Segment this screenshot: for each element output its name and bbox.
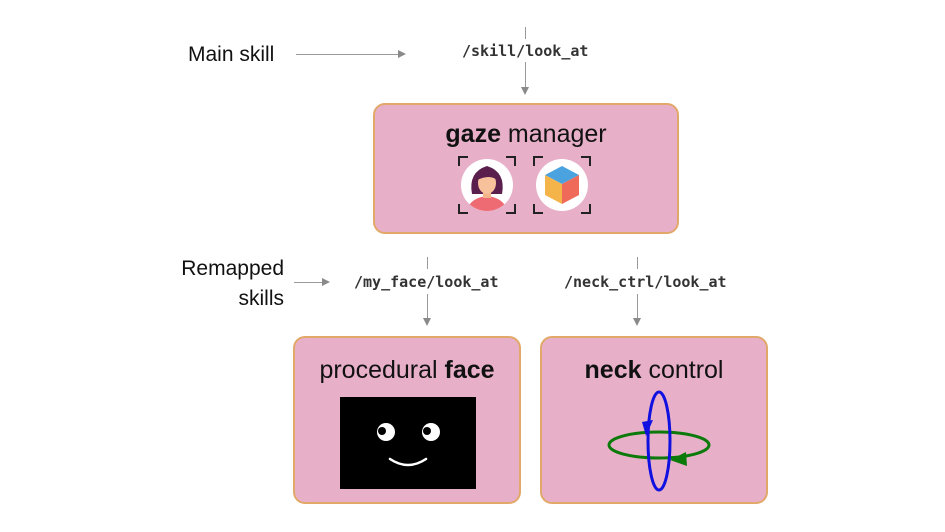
face-topic-arrow-head (423, 318, 431, 326)
rotation-axes-icon (607, 390, 711, 492)
main-skill-arrow-line (296, 54, 398, 55)
neck-topic-tick (637, 257, 638, 269)
remapped-skills-arrow-head (322, 278, 330, 286)
main-topic-arrow-head (521, 87, 529, 95)
face-topic-label: /my_face/look_at (354, 273, 499, 291)
gaze-manager-title-bold: gaze (445, 120, 501, 148)
face-topic-tick (427, 257, 428, 269)
neck-control-title-rest: control (641, 356, 724, 384)
cube-target-icon (533, 156, 591, 214)
gaze-manager-title-rest: manager (500, 120, 607, 148)
remapped-skills-label: Remapped skills (174, 254, 284, 314)
neck-topic-label: /neck_ctrl/look_at (564, 273, 727, 291)
neck-control-title: neck control (542, 356, 766, 385)
main-topic-label: /skill/look_at (462, 42, 589, 60)
neck-control-node: neck control (540, 336, 768, 504)
face-topic-connector (427, 294, 428, 318)
remapped-skills-line2: skills (238, 287, 285, 310)
procedural-face-title: procedural face (295, 356, 519, 385)
remapped-skills-arrow-line (294, 282, 322, 283)
robot-face-screen-icon (340, 397, 476, 489)
procedural-face-title-bold: face (444, 356, 495, 384)
neck-topic-connector (637, 294, 638, 318)
neck-topic-arrow-head (633, 318, 641, 326)
person-target-icon (458, 156, 516, 214)
main-skill-label: Main skill (188, 43, 275, 66)
main-skill-arrow-head (398, 50, 406, 58)
main-topic-tick (525, 27, 526, 39)
procedural-face-node: procedural face (293, 336, 521, 504)
neck-control-title-bold: neck (584, 356, 642, 384)
remapped-skills-line1: Remapped (181, 257, 284, 280)
procedural-face-title-rest: procedural (319, 356, 445, 384)
gaze-manager-title: gaze manager (375, 120, 677, 149)
gaze-manager-node: gaze manager (373, 103, 679, 234)
main-topic-connector (525, 62, 526, 87)
